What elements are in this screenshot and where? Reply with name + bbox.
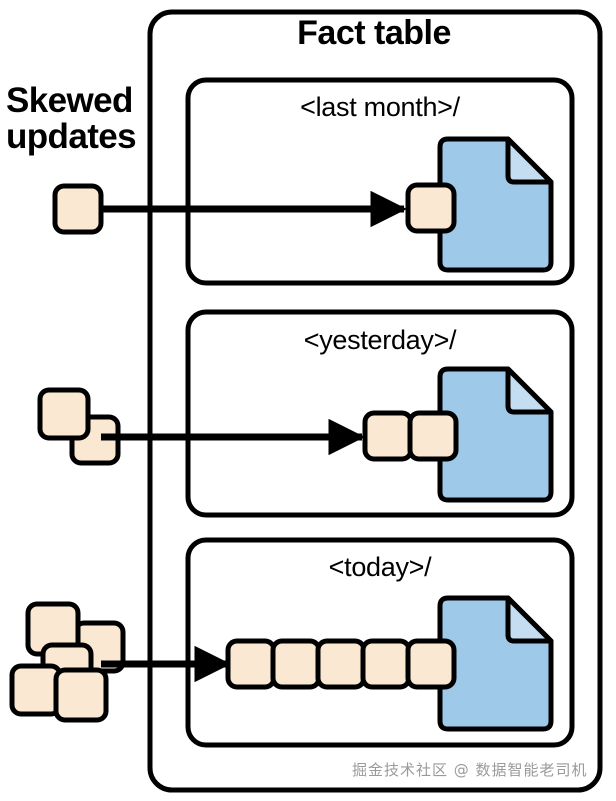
skewed-updates-label: Skewed updates xyxy=(6,81,137,156)
file-group-today xyxy=(225,595,554,732)
source-update-block xyxy=(52,183,104,235)
partition-block xyxy=(360,638,412,690)
partition-title-today: <today>/ xyxy=(328,552,432,582)
file-group-last-month xyxy=(405,136,554,273)
document-fold-icon xyxy=(505,595,554,644)
watermark-text: 掘金技术社区 @ 数据智能老司机 xyxy=(352,761,588,779)
source-update-block xyxy=(37,387,91,441)
partition-block xyxy=(405,182,457,234)
partition-block xyxy=(270,638,322,690)
skewed-updates-label-line1: Skewed xyxy=(6,81,133,120)
partition-block xyxy=(225,638,277,690)
partition-block xyxy=(405,638,457,690)
document-fold-icon xyxy=(505,366,554,415)
file-group-yesterday xyxy=(362,366,554,503)
partition-title-yesterday: <yesterday>/ xyxy=(303,325,457,355)
document-fold-icon xyxy=(505,136,554,185)
fact-table-title: Fact table xyxy=(297,14,451,52)
partition-title-last-month: <last month>/ xyxy=(300,92,460,122)
source-update-block xyxy=(9,663,63,717)
partition-block xyxy=(362,410,414,462)
skewed-updates-label-line2: updates xyxy=(6,116,137,156)
partition-block xyxy=(407,410,459,462)
source-update-block xyxy=(53,667,109,723)
partition-block xyxy=(315,638,367,690)
